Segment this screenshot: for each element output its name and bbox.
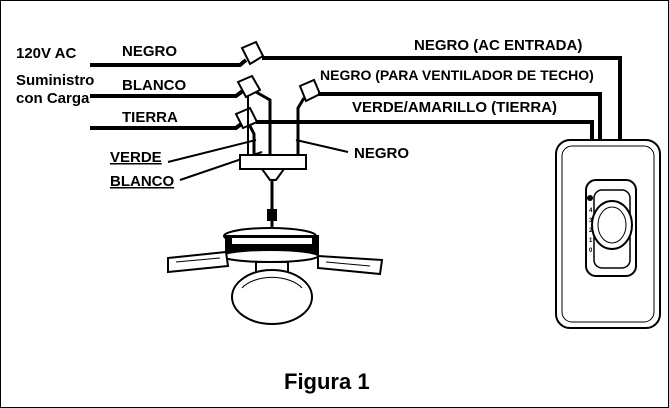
label-negro-lower: NEGRO bbox=[354, 145, 409, 162]
dial-mark: 0 bbox=[589, 248, 593, 254]
wire-blanco-supply bbox=[90, 88, 246, 98]
label-supply-line2: con Carga bbox=[16, 90, 90, 107]
label-verde-amarillo: VERDE/AMARILLO (TIERRA) bbox=[352, 99, 557, 116]
fan-wires bbox=[247, 56, 622, 155]
wire-blanco-down bbox=[255, 90, 272, 155]
label-negro-left: NEGRO bbox=[122, 43, 177, 60]
wire-nut-blanco bbox=[236, 74, 262, 99]
wire-ventilador bbox=[318, 92, 602, 148]
dial-mark: 4 bbox=[589, 208, 593, 214]
wire-ac-entrada bbox=[262, 56, 622, 148]
wire-verde-down bbox=[248, 125, 256, 155]
wire-tierra-control bbox=[256, 120, 594, 148]
label-negro-ac-entrada: NEGRO (AC ENTRADA) bbox=[414, 37, 582, 54]
wall-control bbox=[555, 139, 661, 329]
dial-mark: 2 bbox=[589, 228, 593, 234]
fan-light-globe bbox=[231, 269, 313, 325]
wire-negro-supply bbox=[90, 58, 248, 67]
label-supply-line1: Suministro bbox=[16, 72, 94, 89]
control-dial-marks: 4 3 2 1 0 bbox=[589, 208, 593, 254]
label-negro-ventilador: NEGRO (PARA VENTILADOR DE TECHO) bbox=[320, 67, 594, 83]
fan-blade-left bbox=[167, 250, 230, 274]
fan-canopy bbox=[239, 154, 307, 170]
ceiling-fan bbox=[167, 154, 384, 325]
dial-mark: 3 bbox=[589, 218, 593, 224]
label-blanco-left: BLANCO bbox=[122, 77, 186, 94]
label-blanco-lower: BLANCO bbox=[110, 173, 174, 190]
dial-mark: 1 bbox=[589, 238, 593, 244]
figure-caption: Figura 1 bbox=[284, 369, 370, 394]
wire-negro-down bbox=[296, 97, 306, 155]
label-verde: VERDE bbox=[110, 149, 162, 166]
label-tierra-left: TIERRA bbox=[122, 109, 178, 126]
fan-blade-right bbox=[317, 254, 384, 276]
labels: 120V AC Suministro con Carga NEGRO BLANC… bbox=[16, 37, 594, 394]
label-supply-voltage: 120V AC bbox=[16, 45, 76, 62]
